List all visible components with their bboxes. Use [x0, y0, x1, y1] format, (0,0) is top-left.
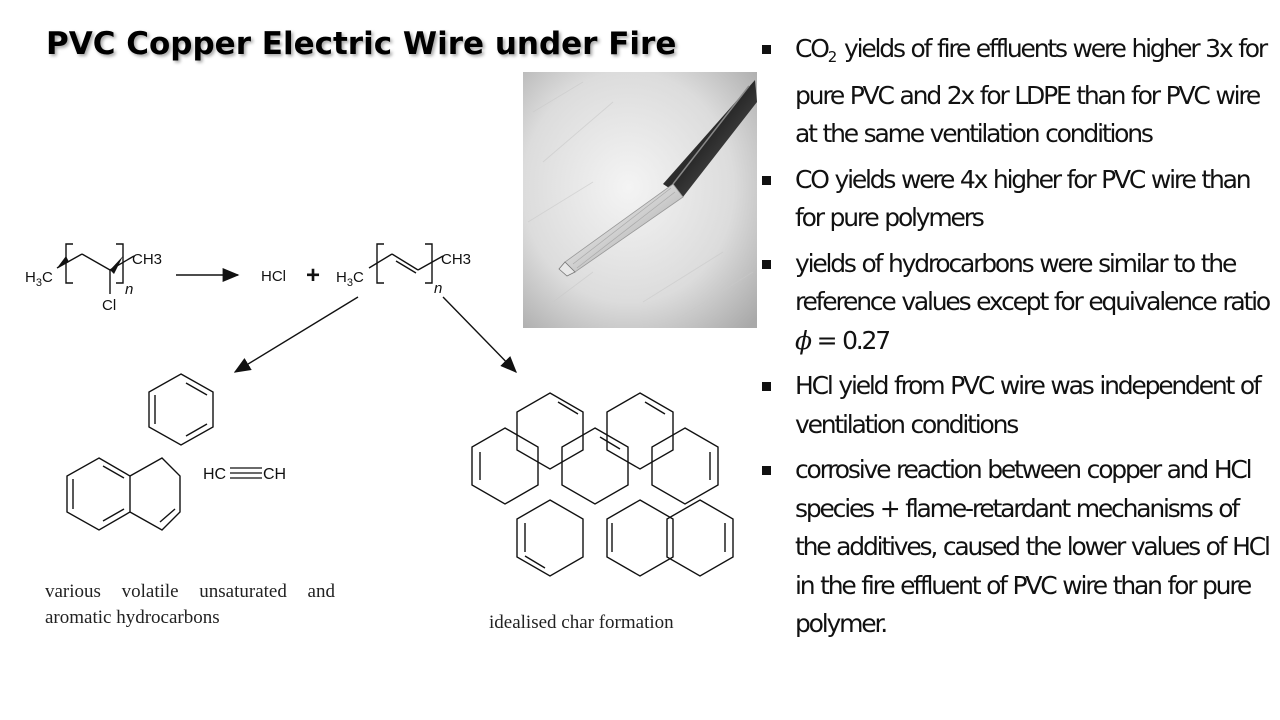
plus-sign: +: [306, 262, 320, 289]
bullet-co: CO yields were 4x higher for PVC wire th…: [760, 161, 1272, 238]
bullet-hcl: HCl yield from PVC wire was independent …: [760, 367, 1272, 444]
acetylene-hc: HC: [203, 466, 226, 483]
reactant-right-group: CH3: [132, 251, 162, 268]
caption-hydrocarbons-line1: various volatile unsaturated and: [45, 581, 335, 602]
bullet-co2: CO2 yields of fire effluents were higher…: [760, 30, 1272, 154]
caption-hydrocarbons: various volatile unsaturated and aromati…: [45, 579, 335, 631]
acetylene-ch: CH: [263, 466, 286, 483]
slide-title: PVC Copper Electric Wire under Fire: [46, 26, 677, 62]
char-structure: [471, 392, 734, 577]
product-left-group: H3C: [336, 269, 364, 289]
substituent-label: Cl: [102, 297, 116, 314]
pvc-structure: [56, 243, 135, 294]
naphthalene-structure: [66, 457, 181, 531]
repeat-label-1: n: [125, 281, 133, 298]
wire-photo: [523, 72, 757, 328]
repeat-label-2: n: [434, 280, 442, 297]
polyene-structure: [368, 243, 444, 284]
bullet-list: CO2 yields of fire effluents were higher…: [760, 30, 1272, 651]
bullet-marker: [762, 45, 771, 54]
bullet-marker: [762, 175, 771, 185]
reactant-left-group: H3C: [25, 269, 53, 289]
bullet-marker: [762, 382, 771, 391]
reaction-scheme: H3C CH3 Cl n HCl + H3C CH3 n HC: [25, 243, 734, 577]
bullet-corrosion: corrosive reaction between copper and HC…: [760, 451, 1272, 644]
caption-char: idealised char formation: [489, 612, 674, 633]
benzene-structure: [148, 373, 214, 446]
product-right-group: CH3: [441, 251, 471, 268]
bullet-marker: [762, 259, 771, 269]
bullet-hydrocarbons: yields of hydrocarbons were similar to t…: [760, 245, 1272, 361]
bullet-marker: [762, 466, 771, 475]
hcl-label: HCl: [261, 268, 286, 285]
triple-bond: [230, 467, 262, 479]
caption-hydrocarbons-line2: aromatic hydrocarbons: [45, 607, 220, 628]
